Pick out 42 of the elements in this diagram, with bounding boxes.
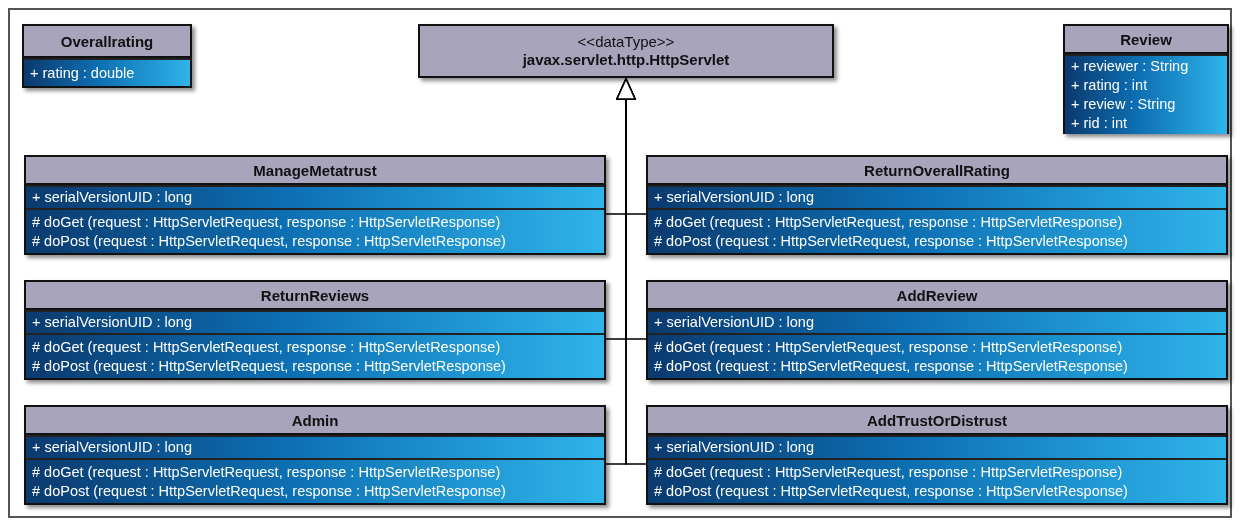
class-name: Admin [26,407,604,435]
attribute-text: + review : String [1071,95,1176,114]
class-name: Review [1065,26,1227,54]
class-name: Overallrating [24,26,190,58]
method-text: # doPost (request : HttpServletRequest, response : HttpServletResponse) [654,481,1128,501]
method-text: # doPost (request : HttpServletRequest, response : HttpServletResponse) [654,356,1128,376]
attribute-text: + serialVersionUID : long [654,188,814,207]
class-name: javax.servlet.http.HttpServlet [522,51,730,69]
inheritance-arrow [616,78,647,465]
class-name: ReturnReviews [26,282,604,310]
attribute-text: + serialVersionUID : long [32,438,192,457]
class-box [1063,24,1229,134]
method-text: # doGet (request : HttpServletRequest, response : HttpServletResponse) [654,337,1123,357]
class-name: ReturnOverallRating [648,157,1226,185]
method-text: # doGet (request : HttpServletRequest, response : HttpServletResponse) [32,212,501,232]
class-name: AddReview [648,282,1226,310]
method-text: # doPost (request : HttpServletRequest, response : HttpServletResponse) [32,231,506,251]
class-name: ManageMetatrust [26,157,604,185]
method-text: # doPost (request : HttpServletRequest, response : HttpServletResponse) [32,356,506,376]
method-text: # doPost (request : HttpServletRequest, response : HttpServletResponse) [32,481,506,501]
method-text: # doGet (request : HttpServletRequest, response : HttpServletResponse) [654,462,1123,482]
stereotype-text: <<dataType>> [577,33,675,51]
class-box [24,155,606,255]
method-text: # doGet (request : HttpServletRequest, response : HttpServletResponse) [654,212,1123,232]
attribute-text: + serialVersionUID : long [32,313,192,332]
attribute-text: + rid : int [1071,114,1127,133]
attribute-text: + rating : int [1071,76,1148,95]
method-text: # doPost (request : HttpServletRequest, response : HttpServletResponse) [654,231,1128,251]
attribute-text: + reviewer : String [1071,57,1189,76]
class-box [646,280,1228,380]
attribute-text: + rating : double [30,63,135,83]
attribute-text: + serialVersionUID : long [32,188,192,207]
class-box [24,280,606,380]
class-box [646,405,1228,505]
class-box [24,405,606,505]
class-name: AddTrustOrDistrust [648,407,1226,435]
method-text: # doGet (request : HttpServletRequest, response : HttpServletResponse) [32,462,501,482]
attribute-text: + serialVersionUID : long [654,438,814,457]
attribute-text: + serialVersionUID : long [654,313,814,332]
class-box [22,24,192,88]
method-text: # doGet (request : HttpServletRequest, response : HttpServletResponse) [32,337,501,357]
class-box [646,155,1228,255]
